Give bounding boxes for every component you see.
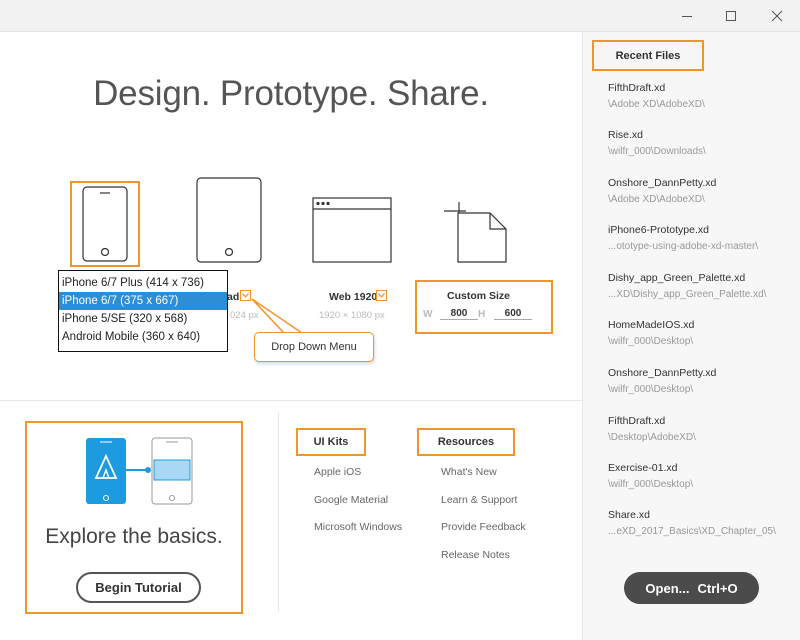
recent-file-item[interactable]: Onshore_DannPetty.xd \Adobe XD\AdobeXD\ (608, 177, 788, 205)
web-label: Web 1920 (329, 291, 378, 303)
maximize-button[interactable] (708, 0, 754, 32)
minimize-icon (682, 16, 692, 17)
resources-heading: Resources (417, 428, 515, 456)
chevron-down-icon (378, 293, 385, 298)
link-whats-new[interactable]: What's New (441, 466, 497, 478)
tablet-icon[interactable] (196, 177, 262, 263)
recent-file-item[interactable]: FifthDraft.xd \Desktop\AdobeXD\ (608, 415, 788, 443)
phone-icon[interactable] (82, 186, 128, 262)
recent-file-item[interactable]: FifthDraft.xd \Adobe XD\AdobeXD\ (608, 82, 788, 110)
title-bar (0, 0, 800, 32)
recent-file-path: \wilfr_000\Desktop\ (608, 336, 694, 347)
browser-icon[interactable] (312, 197, 392, 263)
page-title: Design. Prototype. Share. (93, 74, 489, 113)
dropdown-option[interactable]: iPhone 6/7 (375 x 667) (59, 292, 227, 310)
recent-file-path: ...ototype-using-adobe-xd-master\ (608, 241, 759, 252)
web-dropdown-toggle[interactable] (376, 290, 387, 301)
link-google-material[interactable]: Google Material (314, 494, 389, 506)
horizontal-divider (0, 400, 582, 401)
dropdown-option[interactable]: iPhone 6/7 Plus (414 x 736) (62, 277, 204, 289)
recent-files-heading: Recent Files (615, 49, 681, 62)
recent-file-name: iPhone6-Prototype.xd (608, 224, 709, 236)
recent-file-item[interactable]: Share.xd ...eXD_2017_Basics\XD_Chapter_0… (608, 509, 788, 537)
web-size-label: 1920 × 1080 px (319, 310, 385, 321)
explore-panel (25, 421, 243, 614)
callout-pointer (251, 298, 305, 334)
iphone-highlight (70, 181, 140, 267)
custom-size-icon[interactable] (444, 200, 508, 264)
recent-file-item[interactable]: HomeMadeIOS.xd \wilfr_000\Desktop\ (608, 319, 788, 347)
iphone-label: ad (227, 291, 240, 303)
recent-file-item[interactable]: Dishy_app_Green_Palette.xd ...XD\Dishy_a… (608, 272, 788, 300)
recent-file-name: Rise.xd (608, 129, 644, 141)
close-button[interactable] (754, 0, 800, 32)
recent-file-path: \wilfr_000\Desktop\ (608, 384, 694, 395)
recent-file-name: Onshore_DannPetty.xd (608, 367, 717, 379)
width-label: W (423, 309, 433, 320)
explore-heading: Explore the basics. (45, 525, 223, 548)
recent-file-item[interactable]: iPhone6-Prototype.xd ...ototype-using-ad… (608, 224, 788, 252)
recent-file-name: FifthDraft.xd (608, 415, 666, 427)
prototype-illustration-icon (86, 437, 193, 505)
link-release-notes[interactable]: Release Notes (441, 549, 510, 561)
chevron-down-icon (242, 293, 249, 298)
dropdown-option[interactable]: iPhone 5/SE (320 x 568) (62, 313, 188, 325)
link-microsoft-windows[interactable]: Microsoft Windows (314, 521, 403, 533)
vertical-divider (278, 412, 279, 612)
recent-file-path: \Adobe XD\AdobeXD\ (608, 194, 705, 205)
link-apple-ios[interactable]: Apple iOS (314, 466, 362, 478)
height-label: H (478, 309, 486, 320)
maximize-icon (726, 11, 736, 21)
close-icon (771, 10, 783, 22)
recent-files-highlight (592, 40, 704, 71)
recent-files-panel (582, 32, 800, 640)
recent-file-item[interactable]: Rise.xd \wilfr_000\Downloads\ (608, 129, 788, 157)
open-button-shortcut: Ctrl+O (697, 580, 738, 596)
recent-file-name: Share.xd (608, 509, 651, 521)
custom-size-panel (415, 280, 553, 334)
recent-file-path: \Desktop\AdobeXD\ (608, 432, 696, 443)
recent-file-item[interactable]: Onshore_DannPetty.xd \wilfr_000\Desktop\ (608, 367, 788, 395)
link-provide-feedback[interactable]: Provide Feedback (441, 521, 526, 533)
open-button-label: Open... (645, 580, 690, 596)
device-dropdown-menu: iPhone 6/7 Plus (414 x 736) iPhone 6/7 (… (58, 270, 228, 352)
iphone-size-label: 024 px (230, 310, 259, 321)
recent-file-name: Dishy_app_Green_Palette.xd (608, 272, 746, 284)
dropdown-option[interactable]: Android Mobile (360 x 640) (62, 331, 201, 343)
custom-size-label: Custom Size (447, 290, 511, 302)
recent-file-path: ...XD\Dishy_app_Green_Palette.xd\ (608, 289, 767, 300)
ui-kits-heading: UI Kits (296, 428, 366, 456)
recent-file-name: Exercise-01.xd (608, 462, 678, 474)
link-learn-support[interactable]: Learn & Support (441, 494, 518, 506)
minimize-button[interactable] (664, 0, 710, 32)
iphone-dropdown-toggle[interactable] (240, 290, 251, 301)
recent-file-name: Onshore_DannPetty.xd (608, 177, 717, 189)
recent-file-name: FifthDraft.xd (608, 82, 666, 94)
height-input[interactable]: 600 (494, 308, 532, 320)
recent-file-path: \wilfr_000\Desktop\ (608, 479, 694, 490)
recent-file-name: HomeMadeIOS.xd (608, 319, 695, 331)
recent-file-path: ...eXD_2017_Basics\XD_Chapter_05\ (608, 526, 776, 537)
recent-file-path: \wilfr_000\Downloads\ (608, 146, 706, 157)
recent-file-path: \Adobe XD\AdobeXD\ (608, 99, 705, 110)
width-input[interactable]: 800 (440, 308, 478, 320)
recent-file-item[interactable]: Exercise-01.xd \wilfr_000\Desktop\ (608, 462, 788, 490)
begin-tutorial-button[interactable]: Begin Tutorial (76, 572, 201, 603)
callout-annotation: Drop Down Menu (254, 332, 374, 362)
open-file-button[interactable]: Open... Ctrl+O (624, 572, 759, 604)
